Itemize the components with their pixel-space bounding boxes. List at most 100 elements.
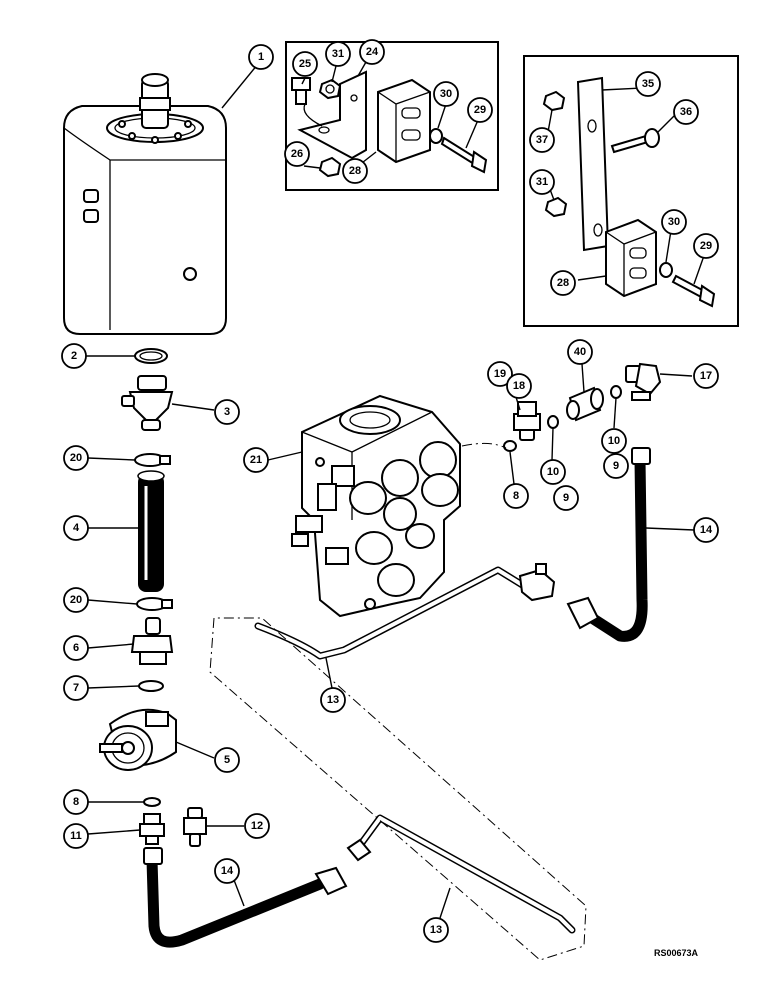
oring-10-b <box>610 385 622 399</box>
callout-36: 36 <box>673 99 699 125</box>
callout-2: 2 <box>61 343 87 369</box>
svg-text:11: 11 <box>70 830 82 842</box>
control-valve-21 <box>291 394 461 618</box>
callout-28-a: 28 <box>342 158 368 184</box>
svg-text:10: 10 <box>608 435 620 447</box>
callout-18: 18 <box>506 373 532 399</box>
svg-text:6: 6 <box>73 642 79 654</box>
pressure-hose-14-left <box>143 847 348 948</box>
callout-25: 25 <box>292 51 318 77</box>
mounting-kit-b <box>523 55 739 327</box>
oring-2 <box>134 348 168 364</box>
adapter-18 <box>513 401 541 441</box>
svg-text:8: 8 <box>513 490 519 502</box>
callout-31-b: 31 <box>529 169 555 195</box>
callout-21: 21 <box>243 447 269 473</box>
callout-8-a: 8 <box>63 789 89 815</box>
svg-text:29: 29 <box>474 104 486 116</box>
callout-30-b: 30 <box>661 209 687 235</box>
svg-text:7: 7 <box>73 682 79 694</box>
svg-text:35: 35 <box>642 78 654 90</box>
callout-13-a: 13 <box>320 687 346 713</box>
callout-40: 40 <box>567 339 593 365</box>
callout-9-a: 9 <box>553 485 579 511</box>
svg-text:17: 17 <box>700 370 712 382</box>
reservoir-tank <box>63 73 227 335</box>
return-tube-13-upper <box>254 563 556 660</box>
svg-text:14: 14 <box>700 524 713 536</box>
svg-text:21: 21 <box>250 454 262 466</box>
svg-text:36: 36 <box>680 106 692 118</box>
svg-text:28: 28 <box>557 277 569 289</box>
hose-clamp-20-lower <box>136 597 173 611</box>
callout-24: 24 <box>359 39 385 65</box>
callout-30-a: 30 <box>433 81 459 107</box>
callout-10-b: 10 <box>601 428 627 454</box>
callout-9-b: 9 <box>603 453 629 479</box>
svg-text:1: 1 <box>258 51 264 63</box>
svg-text:29: 29 <box>700 240 712 252</box>
mounting-kit-a <box>285 41 499 191</box>
svg-text:14: 14 <box>221 865 234 877</box>
svg-text:9: 9 <box>613 460 619 472</box>
svg-text:18: 18 <box>513 380 525 392</box>
callout-17: 17 <box>693 363 719 389</box>
callout-13-b: 13 <box>423 917 449 943</box>
callout-29-b: 29 <box>693 233 719 259</box>
callout-3: 3 <box>214 399 240 425</box>
callout-31-a: 31 <box>325 41 351 67</box>
svg-text:20: 20 <box>70 452 82 464</box>
svg-text:26: 26 <box>291 148 303 160</box>
callout-12: 12 <box>244 813 270 839</box>
callout-14-a: 14 <box>214 858 240 884</box>
suction-fitting-3 <box>121 375 174 431</box>
callout-14-b: 14 <box>693 517 719 543</box>
callout-balloons: 1 25 31 24 30 29 26 28 35 37 36 31 30 29… <box>61 39 719 943</box>
elbow-17 <box>625 362 662 401</box>
svg-text:20: 20 <box>70 594 82 606</box>
svg-text:2: 2 <box>71 350 77 362</box>
callout-19: 19 <box>487 361 513 387</box>
callout-11: 11 <box>63 823 89 849</box>
callout-29-a: 29 <box>467 97 493 123</box>
callout-5: 5 <box>214 747 240 773</box>
oring-8-right <box>503 440 517 452</box>
svg-text:5: 5 <box>224 754 230 766</box>
callout-37: 37 <box>529 127 555 153</box>
callout-26: 26 <box>284 141 310 167</box>
elbow-fitting-6 <box>130 617 174 665</box>
svg-text:10: 10 <box>547 466 559 478</box>
svg-text:13: 13 <box>430 924 442 936</box>
svg-text:24: 24 <box>366 46 379 58</box>
svg-text:8: 8 <box>73 796 79 808</box>
svg-text:31: 31 <box>536 176 548 188</box>
svg-text:30: 30 <box>668 216 680 228</box>
svg-text:3: 3 <box>224 406 230 418</box>
svg-text:25: 25 <box>299 58 311 70</box>
fitting-40 <box>566 386 604 422</box>
callout-28-b: 28 <box>550 270 576 296</box>
tee-fitting-12 <box>183 807 207 847</box>
svg-text:12: 12 <box>251 820 263 832</box>
callout-20-b: 20 <box>63 587 89 613</box>
callout-7: 7 <box>63 675 89 701</box>
callout-6: 6 <box>63 635 89 661</box>
hose-clamp-20-upper <box>134 453 171 467</box>
callout-8-b: 8 <box>503 483 529 509</box>
svg-text:4: 4 <box>73 522 80 534</box>
figure-reference-code: RS00673A <box>654 948 699 958</box>
svg-text:28: 28 <box>349 165 361 177</box>
oring-7 <box>138 680 164 692</box>
svg-text:30: 30 <box>440 88 452 100</box>
connection-path-outline <box>209 617 587 961</box>
callout-4: 4 <box>63 515 89 541</box>
callout-35: 35 <box>635 71 661 97</box>
callout-1: 1 <box>248 44 274 70</box>
valve-return-dash <box>461 442 507 449</box>
oring-8 <box>143 797 161 807</box>
oring-10-a <box>547 415 559 429</box>
svg-text:40: 40 <box>574 346 586 358</box>
svg-text:13: 13 <box>327 694 339 706</box>
